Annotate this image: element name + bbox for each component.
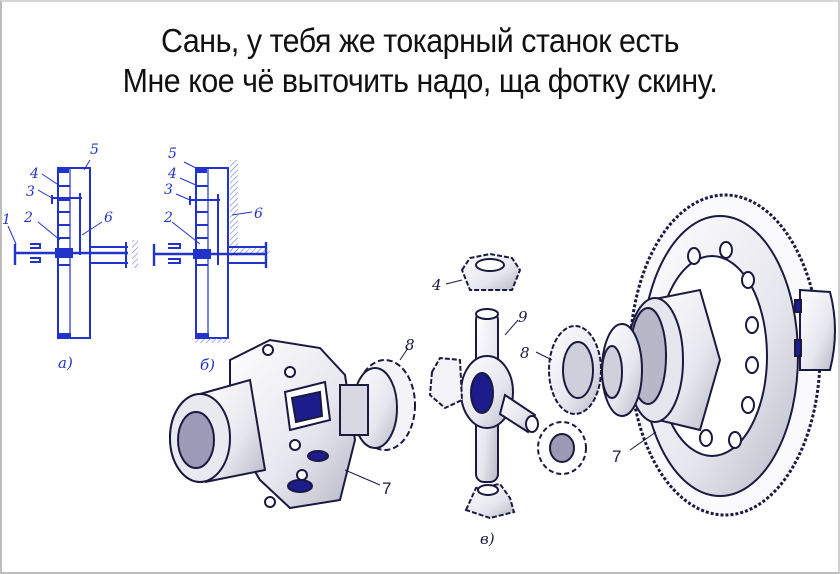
center-labels: 4 9 8 в) (431, 276, 530, 548)
svg-text:6: 6 (254, 206, 263, 222)
svg-text:6: 6 (104, 210, 113, 226)
svg-text:1: 1 (2, 212, 11, 228)
side-gear-right (535, 325, 602, 415)
pinion-top (445, 252, 522, 291)
scheme-a-leaders (7, 159, 103, 245)
svg-text:9: 9 (518, 308, 528, 326)
svg-text:2: 2 (163, 210, 173, 226)
svg-text:3: 3 (26, 184, 35, 200)
svg-text:5: 5 (168, 146, 177, 162)
svg-text:а): а) (58, 354, 73, 372)
ring-gear-housing (601, 193, 836, 517)
scheme-a-labels: 5 4 3 2 6 1 а) (2, 142, 113, 372)
left-labels: 8 7 (382, 336, 415, 498)
svg-text:7: 7 (382, 479, 391, 498)
svg-text:4: 4 (431, 276, 442, 294)
svg-text:в): в) (480, 530, 495, 548)
svg-text:4: 4 (167, 166, 177, 182)
side-gear-left (339, 347, 416, 451)
svg-text:7: 7 (612, 447, 621, 466)
left-housing (169, 338, 381, 510)
scheme-b (152, 160, 270, 343)
svg-text:2: 2 (23, 210, 33, 226)
svg-text:5: 5 (90, 142, 99, 158)
scheme-a (13, 167, 138, 339)
caption-line-1: Сань, у тебя же токарный станок есть (161, 22, 679, 59)
svg-text:3: 3 (164, 182, 173, 198)
svg-text:4: 4 (29, 166, 39, 182)
right-labels: 7 (612, 447, 621, 466)
scheme-b-labels: 5 4 3 2 6 б) (163, 146, 263, 374)
pinion-bottom-right (537, 421, 587, 475)
svg-text:б): б) (200, 356, 215, 374)
svg-text:8: 8 (520, 344, 530, 362)
cross-spider (428, 308, 539, 483)
svg-text:8: 8 (405, 336, 415, 354)
pinion-bottom (464, 482, 516, 520)
scheme-b-leaders (171, 161, 253, 245)
caption-line-2: Мне кое чё выточить надо, ща фотку скину… (122, 62, 718, 99)
